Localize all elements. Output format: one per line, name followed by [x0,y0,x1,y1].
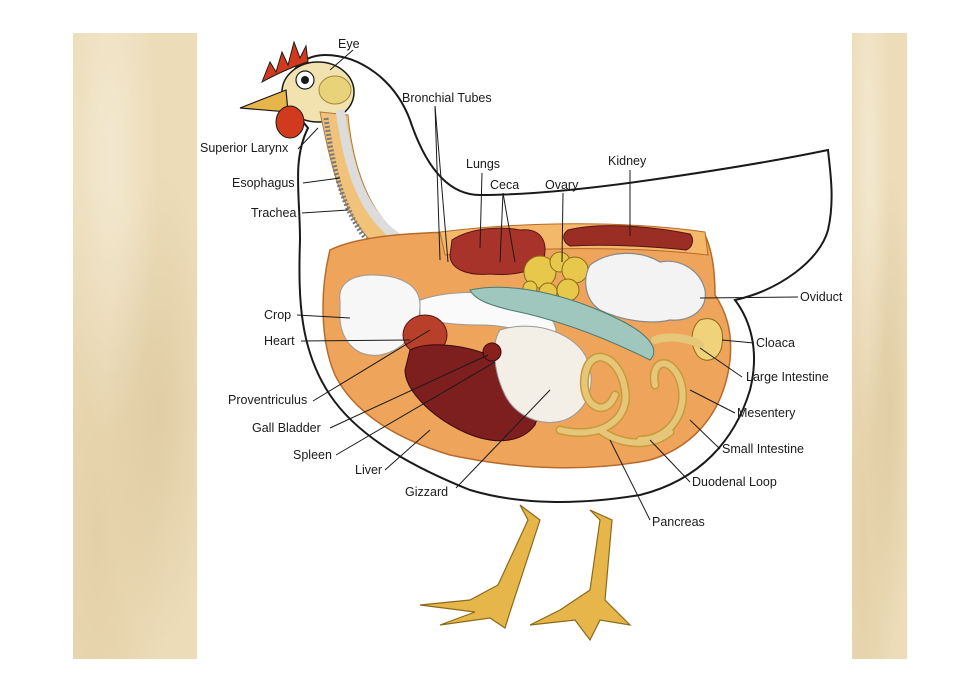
label-spleen: Spleen [293,448,332,462]
label-crop: Crop [264,308,291,322]
label-gizzard: Gizzard [405,485,448,499]
label-esophagus: Esophagus [232,176,295,190]
label-gall-bladder: Gall Bladder [252,421,321,435]
wattle [275,105,305,139]
label-small-intestine: Small Intestine [722,442,804,456]
label-lungs: Lungs [466,157,500,171]
large-intestine-organ [651,333,704,349]
leader-lines [296,49,799,521]
spleen-organ [482,342,502,362]
oviduct-organ [585,252,706,323]
label-mesentery: Mesentery [737,406,796,420]
label-superior-larynx: Superior Larynx [200,141,289,155]
label-cloaca: Cloaca [756,336,795,350]
mesentery-organ [469,286,655,361]
legs [419,504,632,642]
label-bronchial-tubes: Bronchial Tubes [402,91,492,105]
label-eye: Eye [338,37,360,51]
labels: Eye Bronchial Tubes Superior Larynx Esop… [200,37,843,529]
label-duodenal-loop: Duodenal Loop [692,475,777,489]
label-heart: Heart [264,334,295,348]
label-liver: Liver [355,463,382,477]
label-kidney: Kidney [608,154,647,168]
label-trachea: Trachea [251,206,296,220]
label-ceca: Ceca [490,178,519,192]
brain [318,75,352,105]
label-oviduct: Oviduct [800,290,843,304]
intestine-coils-fill [557,354,686,446]
chicken-illustration [239,40,833,642]
kidney-organ [563,225,694,251]
parchment-right-border [852,33,907,659]
parchment-left-border [73,33,197,659]
comb [261,40,309,84]
gizzard-organ [494,325,592,423]
label-ovary: Ovary [545,178,579,192]
label-pancreas: Pancreas [652,515,705,529]
label-proventriculus: Proventriculus [228,393,307,407]
label-large-intestine: Large Intestine [746,370,829,384]
beak [239,89,289,113]
eye-pupil [301,76,309,84]
diagram-panel: Eye Bronchial Tubes Superior Larynx Esop… [197,33,852,659]
